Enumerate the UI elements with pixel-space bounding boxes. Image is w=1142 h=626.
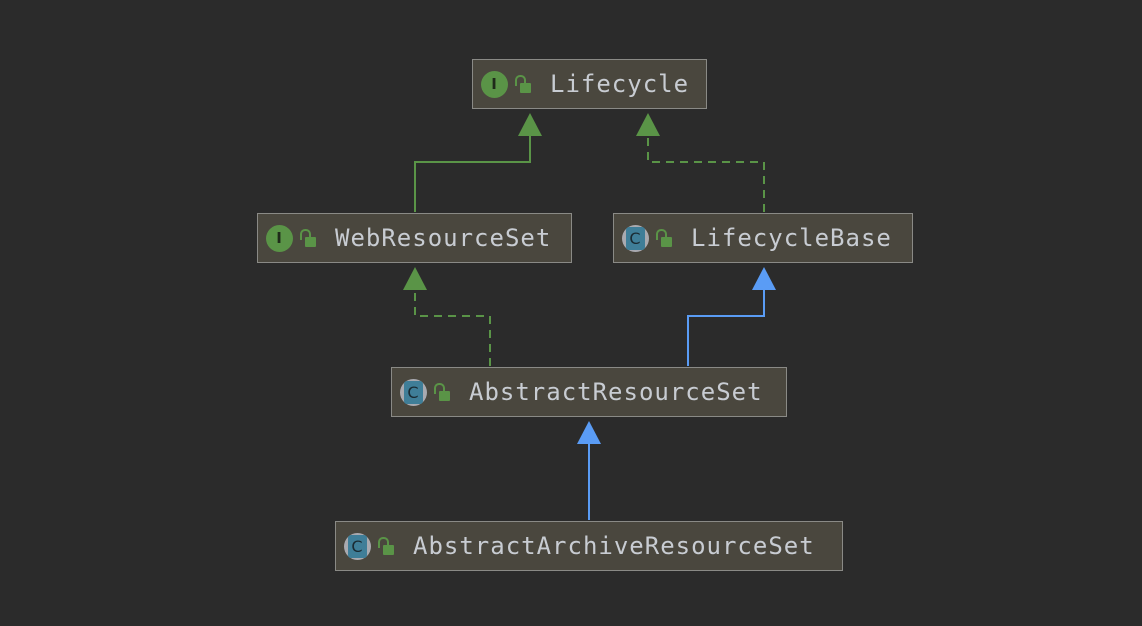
node-label: AbstractArchiveResourceSet [413,532,815,560]
edge-abstractresourceset-to-lifecyclebase [687,267,776,366]
node-label: Lifecycle [550,70,690,98]
node-lifecycle[interactable]: I Lifecycle [472,59,707,109]
interface-icon: I [266,224,293,252]
unlocked-public-icon [299,228,319,248]
unlocked-public-icon [655,228,675,248]
abstract-class-icon: C [344,532,371,560]
edge-webresourceset-to-lifecycle [414,113,542,212]
node-label: WebResourceSet [335,224,552,252]
abstract-class-icon: C [622,224,649,252]
node-abstractarchiveresourceset[interactable]: C AbstractArchiveResourceSet [335,521,843,571]
edge-abstractresourceset-to-webresourceset [403,267,491,366]
edge-lifecyclebase-to-lifecycle [636,113,765,212]
node-label: LifecycleBase [691,224,892,252]
node-abstractresourceset[interactable]: C AbstractResourceSet [391,367,787,417]
edge-abstractarchiveresourceset-to-abstractresourceset [577,421,601,520]
abstract-class-icon: C [400,378,427,406]
unlocked-public-icon [433,382,453,402]
unlocked-public-icon [514,74,534,94]
interface-icon: I [481,70,508,98]
node-webresourceset[interactable]: I WebResourceSet [257,213,572,263]
node-label: AbstractResourceSet [469,378,763,406]
node-lifecyclebase[interactable]: C LifecycleBase [613,213,913,263]
unlocked-public-icon [377,536,397,556]
